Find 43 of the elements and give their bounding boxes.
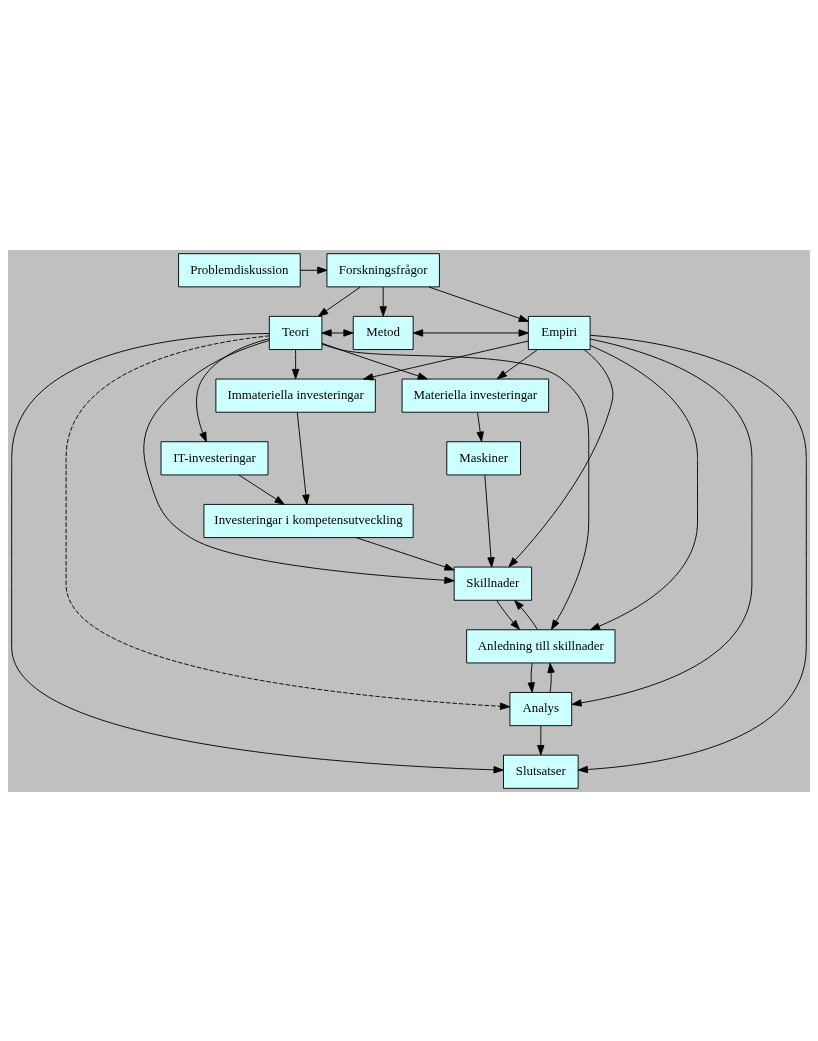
node-box: Teori xyxy=(268,315,323,350)
node-box: Analys xyxy=(509,691,573,726)
arrow xyxy=(571,338,753,707)
arrow xyxy=(196,337,270,442)
arrow xyxy=(321,342,428,380)
arrow xyxy=(547,662,555,692)
node-box: Immateriella investeringar xyxy=(215,378,376,413)
arrow xyxy=(318,286,361,317)
node-box: Problemdiskussion xyxy=(178,252,301,287)
node-box: IT-investeringar xyxy=(160,440,269,475)
arrow xyxy=(413,328,529,337)
arrow xyxy=(428,286,529,322)
arrow xyxy=(363,340,529,381)
node-box: Metod xyxy=(352,315,414,350)
arrow xyxy=(11,332,504,773)
arrow xyxy=(379,286,387,316)
arrow xyxy=(537,725,545,755)
arrow xyxy=(321,343,590,630)
arrow xyxy=(476,411,484,442)
arrow xyxy=(508,348,614,567)
node-box: Anledning till skillnader xyxy=(466,628,616,663)
arrow xyxy=(65,334,511,710)
node-box: Skillnader xyxy=(453,566,533,601)
arrow xyxy=(496,348,538,379)
node-box: Investeringar i kompetensutveckling xyxy=(203,503,414,538)
arrow xyxy=(484,474,495,567)
arrow xyxy=(299,266,328,274)
arrow xyxy=(143,339,455,584)
arrow xyxy=(577,334,807,773)
arrow xyxy=(514,599,538,630)
node-box: Materiella investeringar xyxy=(401,378,550,413)
arrow xyxy=(238,474,285,505)
arrow xyxy=(321,328,354,337)
node-box: Slutsatser xyxy=(503,754,579,789)
arrow xyxy=(496,599,520,630)
arrow xyxy=(527,662,535,692)
arrow xyxy=(291,348,300,379)
node-box: Empiri xyxy=(527,315,591,350)
arrow xyxy=(296,411,310,505)
arrow xyxy=(355,536,455,571)
node-box: Maskiner xyxy=(446,440,521,475)
arrow xyxy=(589,344,698,630)
node-box: Forskningsfrågor xyxy=(326,252,440,287)
